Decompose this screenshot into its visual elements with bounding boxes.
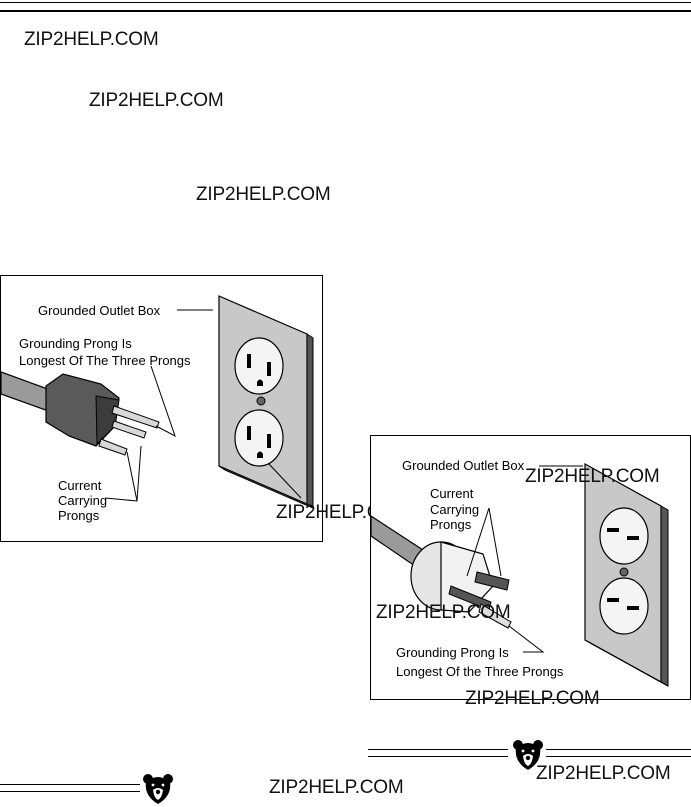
header-rule-bottom	[0, 10, 691, 12]
watermark: ZIP2HELP.COM	[196, 184, 331, 205]
header-rule-top	[0, 2, 691, 3]
outlet-box-label: Grounded Outlet Box	[402, 458, 525, 473]
plug-outlet-illustration-2	[371, 462, 669, 687]
grounding-prong-label: Longest Of the Three Prongs	[396, 664, 564, 679]
grounding-prong-label: Grounding Prong Is	[19, 336, 132, 351]
current-prongs-label: Carrying	[58, 493, 108, 508]
figure-plug-outlet-2: Grounded Outlet Box Current Carrying Pro…	[370, 435, 691, 700]
plug-outlet-illustration-1	[1, 295, 314, 509]
watermark: ZIP2HELP.COM	[536, 763, 671, 784]
footer-rule-left	[0, 791, 140, 792]
watermark: ZIP2HELP.COM	[269, 777, 404, 798]
current-prongs-label: Carrying	[430, 502, 480, 517]
grounding-prong-label: Longest Of The Three Prongs	[19, 353, 191, 368]
current-prongs-label: Current	[430, 486, 474, 501]
bear-logo-icon	[512, 738, 544, 772]
watermark: ZIP2HELP.COM	[24, 29, 159, 50]
watermark: ZIP2HELP.COM	[89, 90, 224, 111]
outlet-box-label: Grounded Outlet Box	[38, 303, 161, 318]
current-prongs-label: Current	[58, 478, 102, 493]
grounding-prong-label: Grounding Prong Is	[396, 645, 509, 660]
watermark: ZIP2HELP.COM	[525, 466, 660, 487]
watermark: ZIP2HELP.COM	[465, 688, 600, 709]
figure-plug-outlet-1: Grounded Outlet Box Grounding Prong Is L…	[0, 275, 323, 542]
watermark: ZIP2HELP.COM	[376, 602, 511, 623]
footer-rule-right	[546, 756, 691, 757]
footer-rule-right	[368, 749, 508, 750]
current-prongs-label: Prongs	[430, 517, 472, 532]
footer-rule-left	[0, 784, 140, 785]
bear-logo-icon	[142, 772, 174, 806]
current-prongs-label: Prongs	[58, 508, 100, 523]
footer-rule-right	[368, 756, 508, 757]
footer-rule-right	[546, 749, 691, 750]
